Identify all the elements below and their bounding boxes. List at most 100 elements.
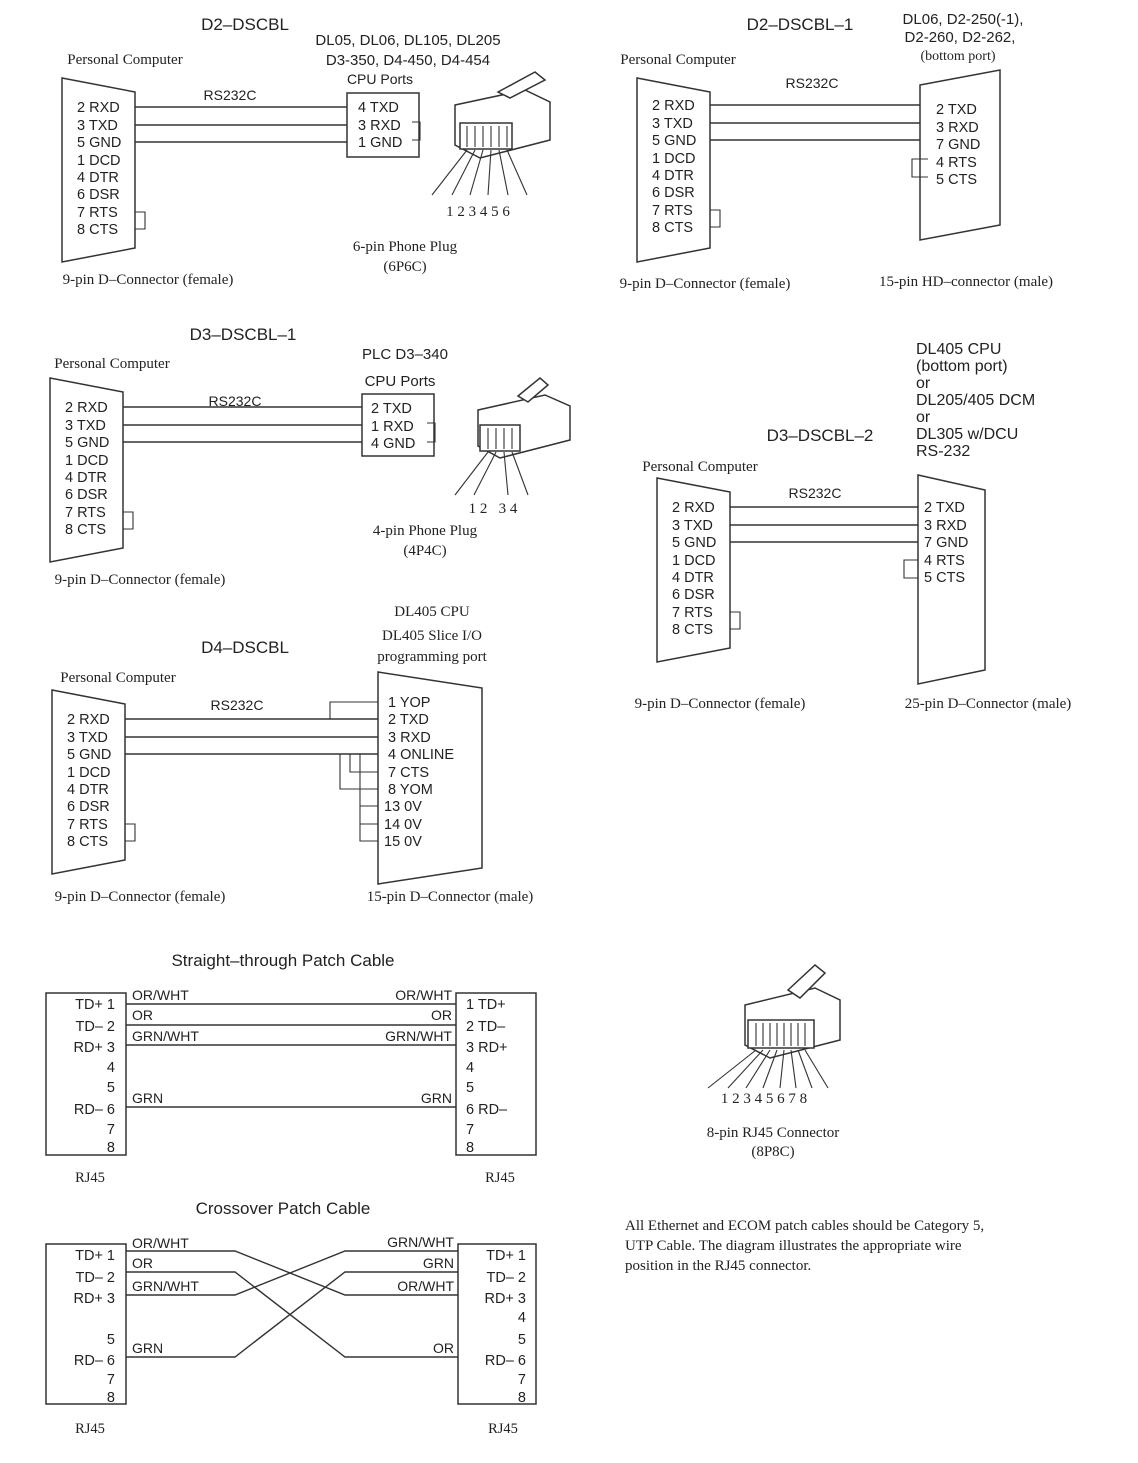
wire-color-label: OR/WHT bbox=[132, 1235, 189, 1251]
plug-pin-numbers: 1 2 3 4 5 6 bbox=[446, 204, 510, 220]
port-pin: 1 RXD bbox=[371, 419, 414, 435]
target-label-line3: (bottom port) bbox=[920, 49, 995, 64]
db25-pin: 4 RTS bbox=[924, 553, 965, 569]
wire-color-label: GRN bbox=[132, 1340, 163, 1356]
rj45-pin: 5 bbox=[107, 1080, 115, 1096]
wire-color-label: GRN/WHT bbox=[132, 1028, 199, 1044]
target-label-line: DL305 w/DCU bbox=[916, 426, 1018, 443]
crossover-patch-cable: Crossover Patch Cable TD+ 1 TD– 2 RD+ 3 … bbox=[45, 1199, 537, 1437]
rj45-pin: RD– 6 bbox=[74, 1353, 115, 1369]
target-label-line2: D2-260, D2-262, bbox=[905, 29, 1016, 46]
port-pin: 3 RXD bbox=[358, 118, 401, 134]
db15-pin: 2 TXD bbox=[388, 712, 429, 728]
db9-caption: 9-pin D–Connector (female) bbox=[55, 572, 226, 588]
straight-title: Straight–through Patch Cable bbox=[171, 951, 394, 970]
target-label-line: RS-232 bbox=[916, 443, 970, 460]
db9-pin: 7 RTS bbox=[65, 505, 106, 521]
d2-dscbl-1-diagram: D2–DSCBL–1 Personal Computer 2 RXD 3 TXD… bbox=[620, 11, 1053, 292]
target-label-line3: CPU Ports bbox=[347, 71, 413, 87]
wire-color-label: OR bbox=[132, 1255, 153, 1271]
db9-connector-shape bbox=[49, 377, 124, 563]
wire-color-label: OR bbox=[132, 1007, 153, 1023]
db9-pin: 6 DSR bbox=[672, 587, 715, 603]
rj45-caption: RJ45 bbox=[488, 1421, 518, 1437]
plug-caption-code: (4P4C) bbox=[403, 543, 446, 559]
pc-label: Personal Computer bbox=[54, 356, 169, 372]
note-line: position in the RJ45 connector. bbox=[625, 1258, 811, 1274]
pc-label: Personal Computer bbox=[67, 52, 182, 68]
target-label-line: DL205/405 DCM bbox=[916, 392, 1035, 409]
rts-cts-jumper bbox=[710, 209, 721, 228]
target-label-line2: D3-350, D4-450, D4-454 bbox=[326, 52, 490, 69]
db9-pin: 1 DCD bbox=[77, 153, 121, 169]
db9-pin: 4 DTR bbox=[67, 782, 109, 798]
rj45-pin: 4 bbox=[107, 1060, 115, 1076]
rj45-caption: RJ45 bbox=[75, 1170, 105, 1186]
target-label-line1: DL05, DL06, DL105, DL205 bbox=[315, 32, 500, 49]
db9-pin: 8 CTS bbox=[65, 522, 106, 538]
db9-pin: 6 DSR bbox=[67, 799, 110, 815]
db9-pin: 7 RTS bbox=[77, 205, 118, 221]
db9-pin: 3 TXD bbox=[652, 116, 693, 132]
db9-pin: 8 CTS bbox=[67, 834, 108, 850]
db25-caption: 25-pin D–Connector (male) bbox=[905, 696, 1072, 712]
wire-color-label: GRN/WHT bbox=[387, 1234, 454, 1250]
rts-cts-jumper bbox=[135, 211, 146, 230]
pc-label: Personal Computer bbox=[620, 52, 735, 68]
db9-pin: 2 RXD bbox=[65, 400, 108, 416]
db9-pin: 1 DCD bbox=[67, 765, 111, 781]
rts-cts-jumper bbox=[123, 511, 134, 530]
port-jumper bbox=[412, 121, 421, 141]
db9-pin: 5 GND bbox=[65, 435, 109, 451]
db9-pin: 1 DCD bbox=[65, 453, 109, 469]
hd15-caption: 15-pin HD–connector (male) bbox=[879, 274, 1053, 290]
db9-pin: 2 RXD bbox=[77, 100, 120, 116]
db15-connector-shape bbox=[377, 671, 483, 885]
rj45-pin: TD+ 1 bbox=[75, 1248, 115, 1264]
db9-pin: 5 GND bbox=[672, 535, 716, 551]
wire-color-label: GRN bbox=[421, 1090, 452, 1106]
db15-pin: 15 0V bbox=[384, 834, 422, 850]
hd15-pin: 2 TXD bbox=[936, 102, 977, 118]
rj45-left-box bbox=[45, 992, 127, 1156]
rj45-caption: RJ45 bbox=[485, 1170, 515, 1186]
db9-pin: 7 RTS bbox=[67, 817, 108, 833]
pc-label: Personal Computer bbox=[60, 670, 175, 686]
db9-pin: 2 RXD bbox=[67, 712, 110, 728]
db9-pin: 3 TXD bbox=[67, 730, 108, 746]
rj45-pin: 5 bbox=[518, 1332, 526, 1348]
wire-color-label: OR/WHT bbox=[397, 1278, 454, 1294]
d4-dscbl-diagram: DL405 CPU DL405 Slice I/O programming po… bbox=[51, 604, 533, 905]
rj45-plug-caption: 8-pin RJ45 Connector bbox=[707, 1125, 840, 1141]
plug-caption-code: (6P6C) bbox=[383, 259, 426, 275]
rj45-pin: 8 bbox=[107, 1390, 115, 1406]
d4-dscbl-title: D4–DSCBL bbox=[201, 638, 289, 657]
rts-cts-jumper bbox=[125, 823, 136, 842]
d2-dscbl-diagram: D2–DSCBL Personal Computer 2 RXD 3 TXD 5… bbox=[61, 15, 551, 288]
rs232c-label: RS232C bbox=[211, 697, 264, 713]
db15-pin: 7 CTS bbox=[388, 765, 429, 781]
rj45-plug-icon bbox=[707, 964, 841, 1089]
db9-pin: 8 CTS bbox=[77, 222, 118, 238]
straight-through-patch-cable: Straight–through Patch Cable TD+ 1 TD– 2… bbox=[45, 951, 537, 1186]
rj45-pin: RD– 6 bbox=[485, 1353, 526, 1369]
port-jumper bbox=[427, 422, 436, 443]
rj45-pin: TD– 2 bbox=[76, 1270, 116, 1286]
db9-connector-shape bbox=[61, 77, 136, 263]
db25-connector-shape bbox=[917, 474, 986, 685]
target-label-line2: CPU Ports bbox=[365, 373, 436, 390]
target-label-line1: DL06, D2-250(-1), bbox=[903, 11, 1024, 28]
hd15-pin: 3 RXD bbox=[936, 120, 979, 136]
plug-caption: 6-pin Phone Plug bbox=[353, 239, 458, 255]
db15-pin: 8 YOM bbox=[388, 782, 433, 798]
rts-cts-jumper bbox=[911, 158, 928, 178]
pc-label: Personal Computer bbox=[642, 459, 757, 475]
db9-pin: 3 TXD bbox=[65, 418, 106, 434]
rj45-right-box bbox=[457, 1243, 537, 1405]
db15-pin: 13 0V bbox=[384, 799, 422, 815]
db9-pin: 5 GND bbox=[77, 135, 121, 151]
db9-pin: 7 RTS bbox=[652, 203, 693, 219]
cpu-port-box bbox=[346, 92, 420, 158]
db9-caption: 9-pin D–Connector (female) bbox=[620, 276, 791, 292]
